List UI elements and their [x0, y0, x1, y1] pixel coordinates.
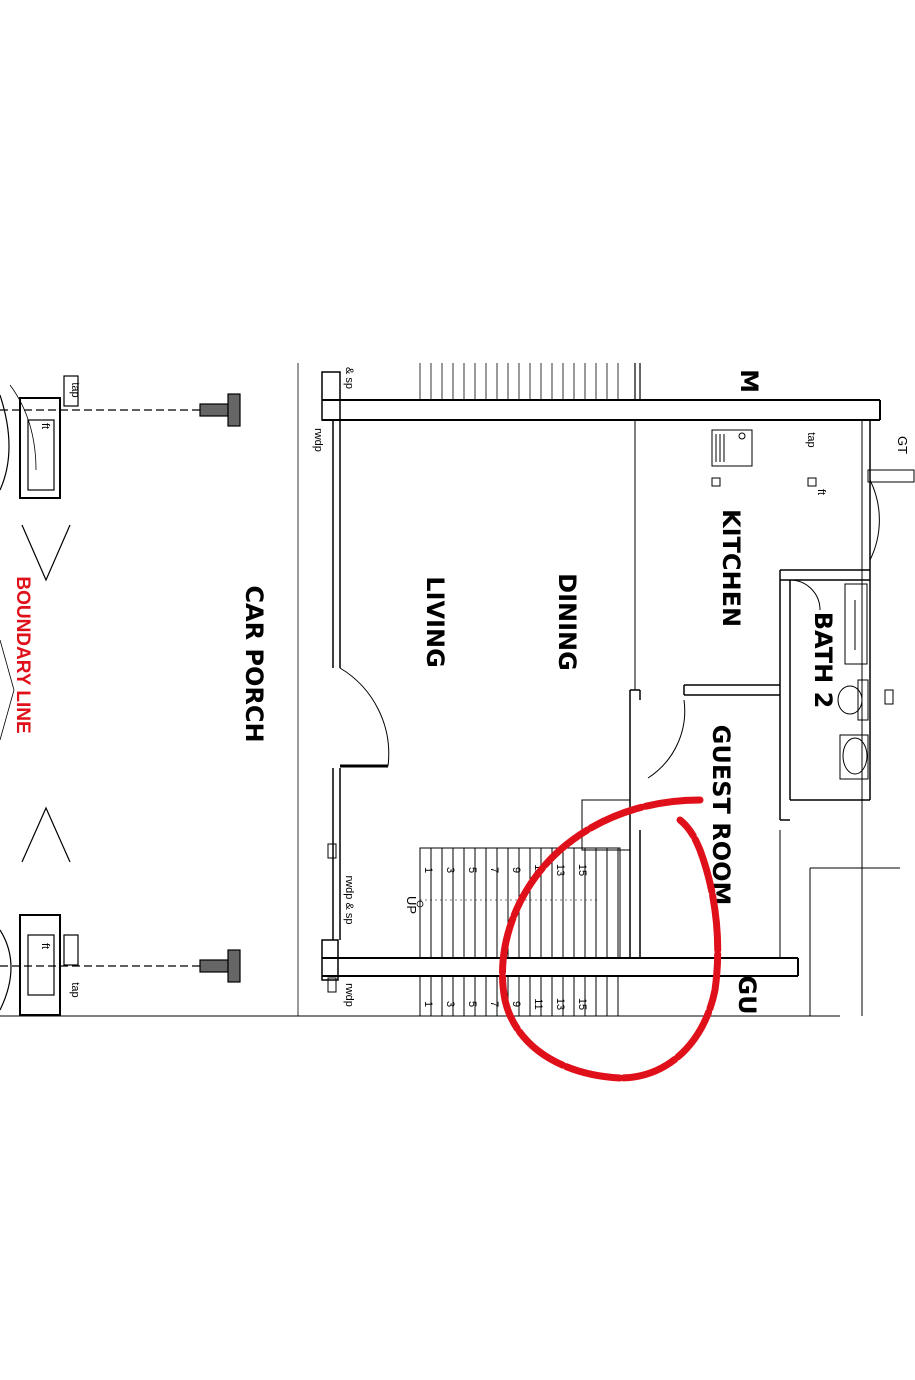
ft-label: ft [815, 489, 827, 495]
room-label-partial: GU [733, 975, 761, 1014]
boundary-line-label: BOUNDARY LINE [12, 576, 33, 733]
stair-number: 3 [444, 1001, 456, 1007]
stair-number: 11 [532, 998, 544, 1009]
stair-number: 13 [554, 998, 566, 1010]
staircase [419, 799, 631, 1016]
rwdp-label: rwdp [312, 428, 324, 452]
stair-number: 5 [466, 1001, 478, 1007]
gt-label: GT [895, 436, 910, 454]
stair-number: 1 [422, 867, 434, 873]
stair-number: 1 [422, 1001, 434, 1007]
stair-up-label: UP [404, 896, 419, 914]
stair-number: 3 [444, 867, 456, 873]
stair-number: 5 [466, 867, 478, 873]
red-annotation-circle [499, 796, 722, 1082]
room-label-dining: DINING [553, 573, 581, 671]
stair-number: 9 [510, 1001, 522, 1007]
fixtures [327, 429, 894, 993]
gate-columns [0, 375, 241, 1016]
room-label-living: LIVING [421, 576, 449, 668]
stair-number: 9 [510, 867, 522, 873]
stair-number: 7 [488, 1001, 500, 1007]
tap-label: tap [69, 382, 81, 397]
room-label-partial-top: M [735, 369, 763, 393]
ft-label: ft [39, 943, 51, 949]
ft-label: ft [39, 423, 51, 429]
stair-number: 15 [576, 998, 588, 1010]
stair-number: 7 [488, 867, 500, 873]
rwdp-label: rwdp [343, 983, 355, 1007]
room-label-car-porch: CAR PORCH [240, 585, 268, 742]
rwdp-sp-label: & sp [343, 367, 355, 389]
room-label-guest-room: GUEST ROOM [707, 725, 735, 906]
tap-label: tap [805, 432, 817, 447]
room-label-kitchen: KITCHEN [717, 509, 745, 627]
stair-number: 13 [554, 864, 566, 876]
tap-label: tap [69, 982, 81, 997]
rwdp-sp-label: rwdp & sp [343, 876, 355, 925]
stair-number: 15 [576, 864, 588, 876]
room-label-bath-2: BATH 2 [809, 612, 837, 709]
building-walls [297, 363, 915, 1016]
